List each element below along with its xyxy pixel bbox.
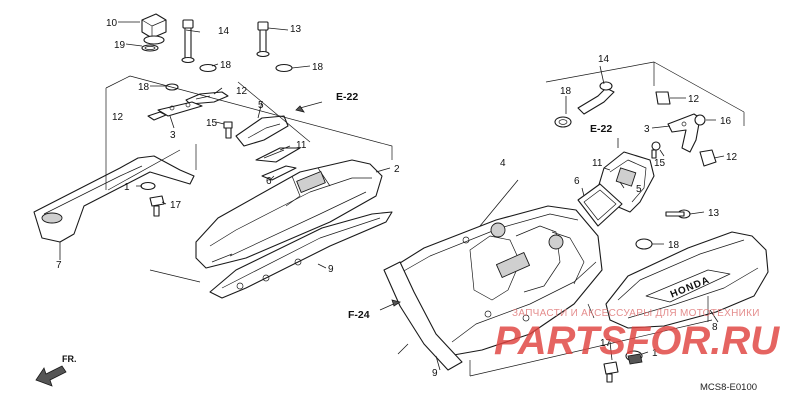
callout-8: 8 xyxy=(712,322,718,333)
bracket-left xyxy=(157,101,203,117)
callout-9: 9 xyxy=(328,264,334,275)
callout-15: 15 xyxy=(206,118,218,129)
callout-3: 3 xyxy=(170,130,176,141)
callout-16: 16 xyxy=(720,116,732,127)
washer xyxy=(275,63,293,73)
washer xyxy=(199,63,217,73)
callout-3: 3 xyxy=(644,124,650,135)
cap xyxy=(699,149,717,167)
ref-e22-left: E-22 xyxy=(336,91,358,103)
bolt-small xyxy=(223,121,233,139)
callout-1: 1 xyxy=(124,182,130,193)
screw-left xyxy=(256,21,270,58)
grommet-bolt-right xyxy=(603,350,643,383)
watermark-tagline: ЗАПЧАСТИ И АКСЕССУАРЫ ДЛЯ МОТОТЕХНИКИ xyxy=(512,308,760,319)
callout-17: 17 xyxy=(600,338,612,349)
breather-tube xyxy=(577,81,615,115)
bolt-16 xyxy=(694,114,706,126)
callout-12: 12 xyxy=(112,112,124,123)
bolt-15 xyxy=(651,141,661,159)
ref-e22-right: E-22 xyxy=(590,123,612,135)
assembly-guide-right xyxy=(469,61,745,377)
callout-1: 1 xyxy=(652,348,658,359)
callout-18: 18 xyxy=(138,82,150,93)
callout-5: 5 xyxy=(636,184,642,195)
gasket-right xyxy=(577,183,623,227)
callout-10: 10 xyxy=(106,18,118,29)
cover-gasket-left xyxy=(209,211,393,299)
callout-19: 19 xyxy=(114,40,126,51)
cover-gasket-right xyxy=(383,261,463,371)
callout-18: 18 xyxy=(560,86,572,97)
callout-18: 18 xyxy=(312,62,324,73)
screw-right xyxy=(665,209,691,219)
callout-14: 14 xyxy=(218,26,230,37)
callout-6: 6 xyxy=(266,176,272,187)
gasket-left xyxy=(255,147,301,163)
washer xyxy=(554,116,572,128)
front-direction-arrow: FR. xyxy=(35,354,77,387)
oil-filler-cap xyxy=(141,13,167,45)
callout-11: 11 xyxy=(296,140,307,151)
callout-12: 12 xyxy=(688,94,700,105)
callout-14: 14 xyxy=(598,54,610,65)
guide-plate xyxy=(235,115,289,147)
callout-7: 7 xyxy=(56,260,62,271)
callout-12: 12 xyxy=(726,152,738,163)
callout-9: 9 xyxy=(432,368,438,379)
callout-13: 13 xyxy=(290,24,302,35)
callout-5: 5 xyxy=(258,100,264,111)
callout-6: 6 xyxy=(574,176,580,187)
callout-2: 2 xyxy=(394,164,400,175)
washer xyxy=(635,238,653,250)
cap xyxy=(655,91,671,105)
diagram-code: MCS8-E0100 xyxy=(700,382,757,393)
callout-18: 18 xyxy=(220,60,232,71)
callout-17: 17 xyxy=(170,200,182,211)
callout-18: 18 xyxy=(668,240,680,251)
head-cover-right xyxy=(391,205,603,357)
callout-13: 13 xyxy=(708,208,720,219)
head-cover-left xyxy=(195,159,383,269)
callout-11: 11 xyxy=(592,158,603,169)
bolt xyxy=(149,195,165,217)
bolt-left xyxy=(181,19,195,64)
side-cover-panel xyxy=(33,155,195,243)
honda-cover xyxy=(605,231,769,329)
o-ring xyxy=(141,44,159,52)
callout-4: 4 xyxy=(500,158,506,169)
assembly-guide-left xyxy=(105,75,393,283)
bracket-right xyxy=(667,113,701,153)
front-direction-label: FR. xyxy=(62,354,77,364)
ref-f24: F-24 xyxy=(348,309,370,321)
watermark-site: PARTSFOR.RU xyxy=(494,319,780,363)
seal-left xyxy=(261,165,297,181)
callout-12: 12 xyxy=(236,86,248,97)
grommet xyxy=(140,181,156,191)
callout-15: 15 xyxy=(654,158,666,169)
